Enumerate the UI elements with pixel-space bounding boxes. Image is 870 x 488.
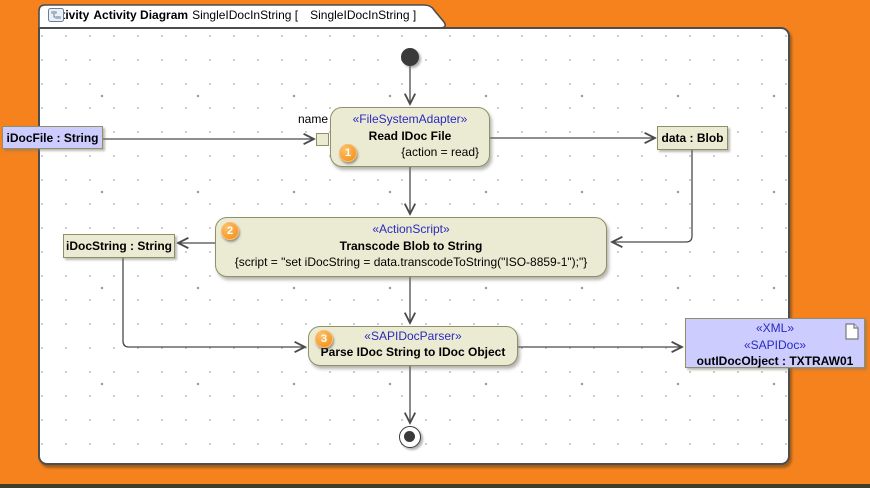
window-bottom-edge — [0, 484, 870, 488]
action1-property: {action = read} — [401, 145, 479, 159]
action1-stereotype: «FileSystemAdapter» — [352, 112, 468, 126]
step-badge-3[interactable]: 3 — [315, 330, 333, 348]
step-badge-1[interactable]: 1 — [339, 144, 357, 162]
frame-diagram-ref: SingleIDocInString ] — [310, 8, 417, 22]
action2-property: {script = "set iDocString = data.transco… — [234, 255, 588, 269]
action2-stereotype: «ActionScript» — [372, 222, 450, 236]
pin-label: name — [297, 112, 328, 126]
action2-name: Transcode Blob to String — [339, 239, 483, 253]
input-pin[interactable] — [316, 133, 329, 146]
object-idocfile-label: iDocFile : String — [6, 130, 99, 145]
frame-title-tab[interactable]: activity Activity Diagram SingleIDocInSt… — [38, 4, 450, 29]
initial-node[interactable] — [401, 48, 419, 66]
step-badge-2[interactable]: 2 — [221, 222, 239, 240]
action-read-idoc-file[interactable]: «FileSystemAdapter» Read IDoc File {acti… — [330, 107, 490, 167]
frame-tab-shape — [38, 4, 446, 29]
object-datablob[interactable]: data : Blob — [657, 126, 728, 150]
action3-stereotype: «SAPIDocParser» — [364, 329, 462, 343]
object-outidocobject[interactable]: «XML» «SAPIDoc» outIDocObject : TXTRAW01 — [685, 318, 865, 368]
frame-diagram-type: Activity Diagram — [93, 8, 189, 22]
object-idocstring-label: iDocString : String — [66, 239, 172, 253]
action3-name: Parse IDoc String to IDoc Object — [320, 345, 506, 359]
outidoc-label: outIDocObject : TXTRAW01 — [696, 354, 854, 368]
frame-diagram-name: SingleIDocInString [ — [192, 8, 299, 22]
final-node-dot — [404, 431, 415, 442]
final-node[interactable] — [399, 426, 421, 448]
document-icon — [845, 323, 859, 343]
frame-title: activity Activity Diagram SingleIDocInSt… — [48, 8, 416, 22]
action1-name: Read IDoc File — [368, 129, 452, 143]
action-transcode-blob[interactable]: «ActionScript» Transcode Blob to String … — [215, 217, 607, 277]
action-parse-idoc[interactable]: «SAPIDocParser» Parse IDoc String to IDo… — [308, 326, 518, 366]
object-datablob-label: data : Blob — [661, 131, 724, 145]
outidoc-stereotype-xml: «XML» — [755, 321, 795, 335]
object-idocfile[interactable]: iDocFile : String — [2, 126, 103, 149]
object-idocstring[interactable]: iDocString : String — [63, 234, 175, 258]
outidoc-stereotype-sapidoc: «SAPIDoc» — [743, 338, 807, 352]
